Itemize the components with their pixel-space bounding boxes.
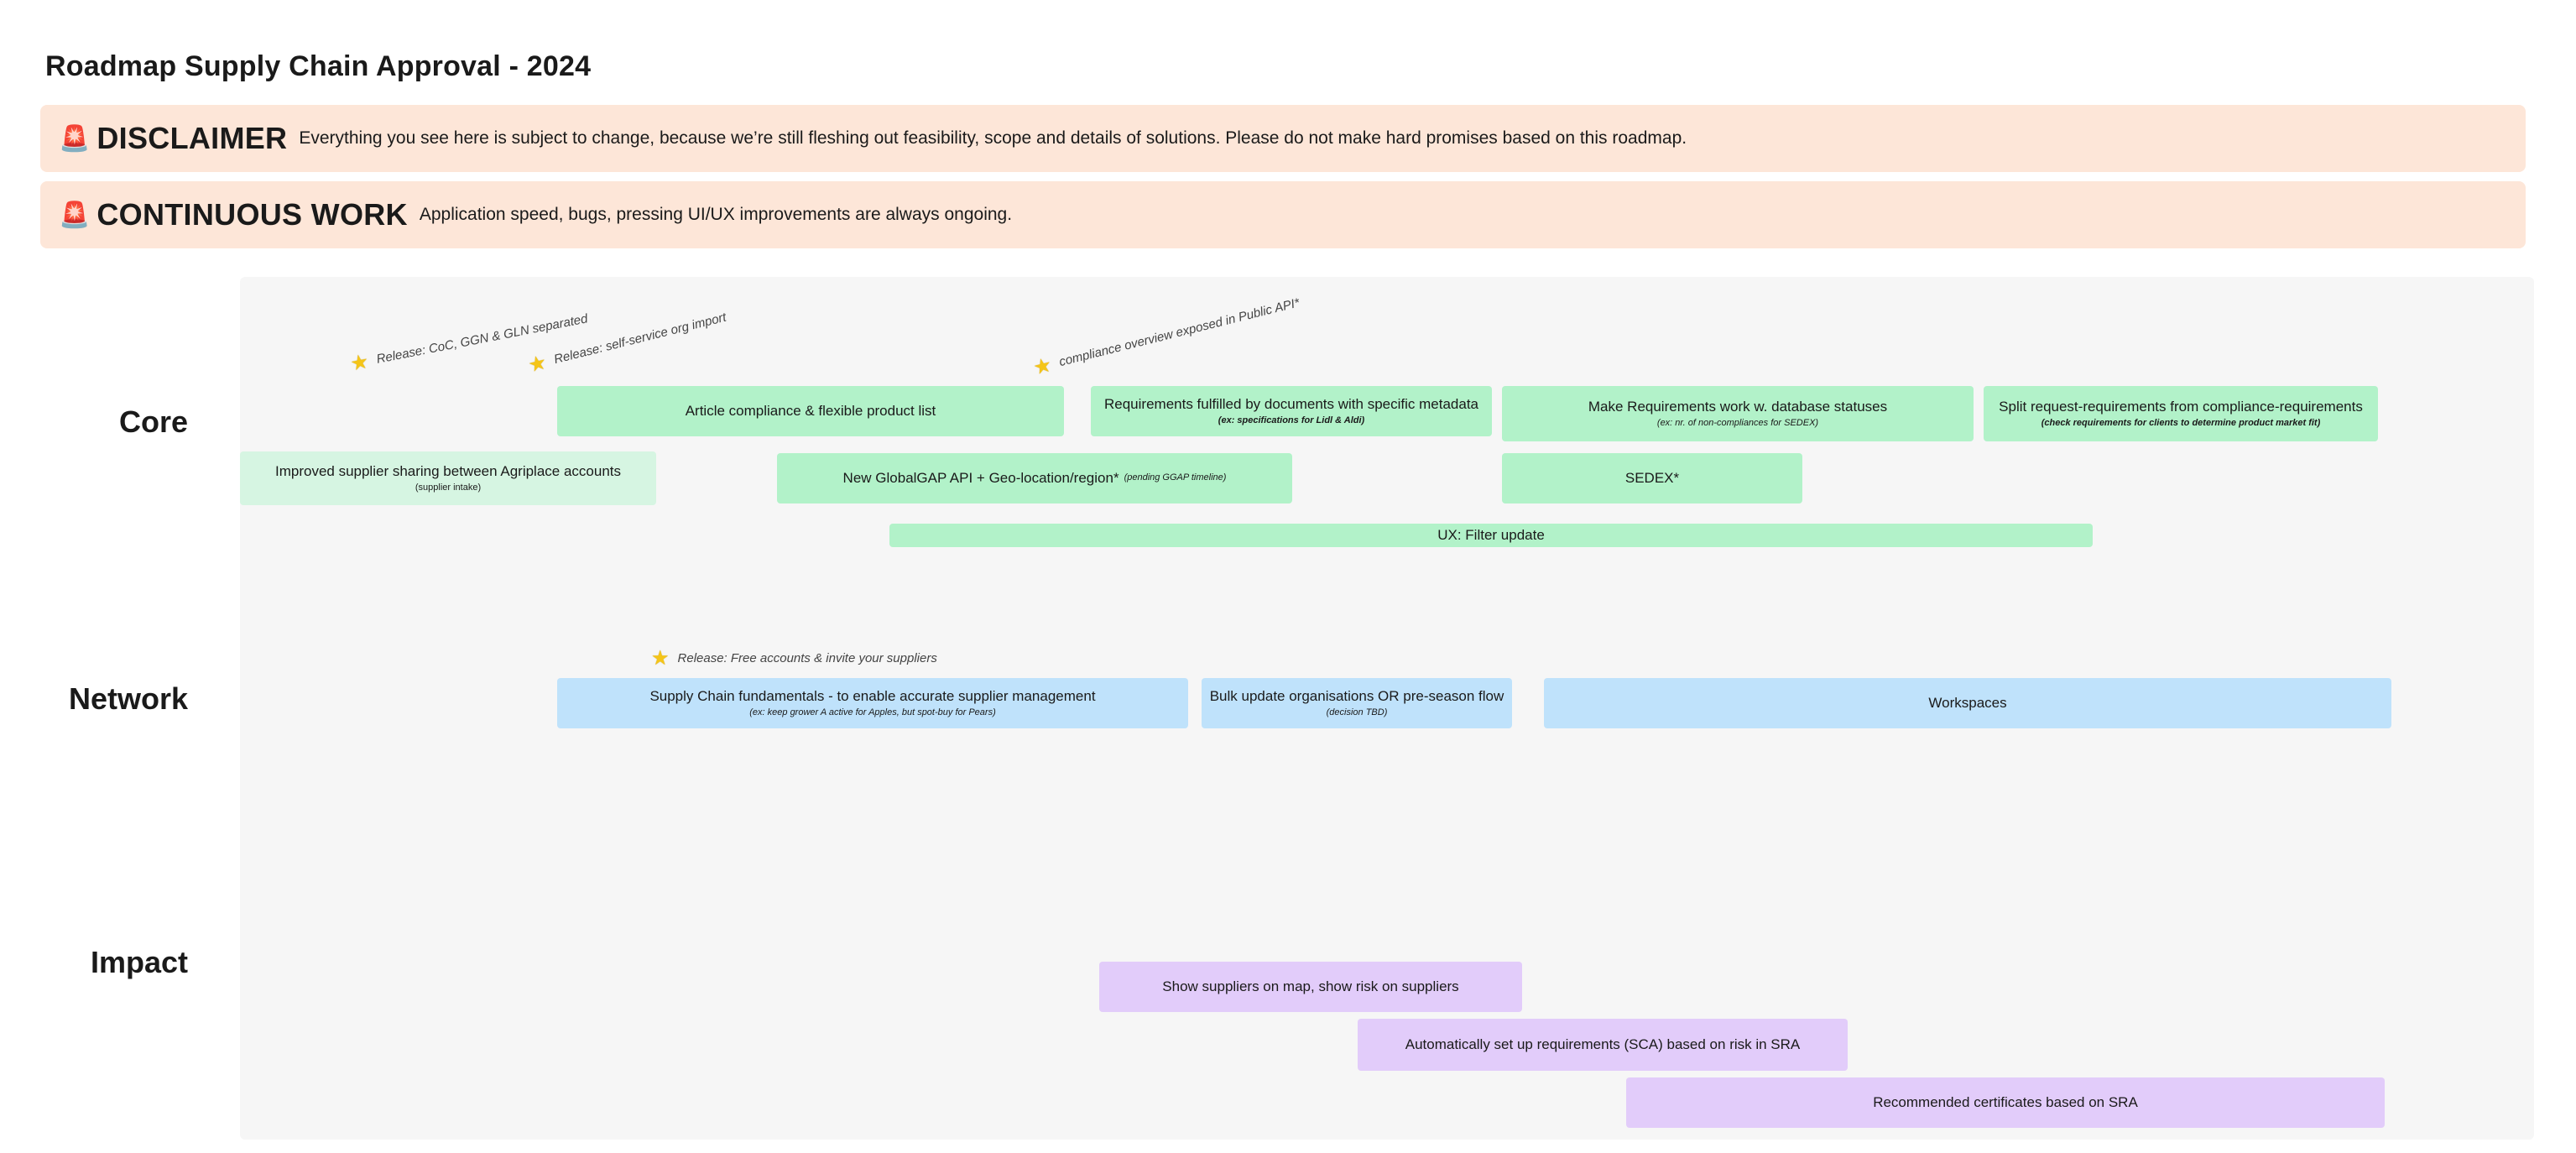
continuous-work-text: Application speed, bugs, pressing UI/UX … — [419, 205, 1013, 224]
lane-label-impact: Impact — [90, 945, 188, 979]
continuous-work-banner: 🚨 CONTINUOUS WORK Application speed, bug… — [40, 181, 2526, 248]
card-note: (ex: specifications for Lidl & Aldi) — [1218, 415, 1365, 426]
card-label: Improved supplier sharing between Agripl… — [274, 462, 622, 479]
card-sedex[interactable]: SEDEX* — [1502, 453, 1802, 503]
card-label: Automatically set up requirements (SCA) … — [1405, 1036, 1801, 1052]
disclaimer-heading: DISCLAIMER — [96, 121, 288, 155]
continuous-work-heading: CONTINUOUS WORK — [96, 197, 408, 232]
siren-icon: 🚨 — [59, 124, 91, 153]
card-label: Bulk update organisations OR pre-season … — [1209, 687, 1504, 704]
card-note: (ex: nr. of non-compliances for SEDEX) — [1656, 418, 1819, 429]
card-bulk-update[interactable]: Bulk update organisations OR pre-season … — [1202, 678, 1512, 728]
card-label: Show suppliers on map, show risk on supp… — [1162, 978, 1459, 994]
card-requirements-database[interactable]: Make Requirements work w. database statu… — [1502, 386, 1974, 441]
card-label: Requirements fulfilled by documents with… — [1104, 395, 1478, 412]
milestone-free-accounts: ★ Release: Free accounts & invite your s… — [651, 646, 937, 670]
card-supplier-sharing[interactable]: Improved supplier sharing between Agripl… — [240, 451, 656, 505]
card-label: Recommended certificates based on SRA — [1873, 1093, 2138, 1110]
card-article-compliance[interactable]: Article compliance & flexible product li… — [557, 386, 1064, 436]
disclaimer-text: Everything you see here is subject to ch… — [299, 128, 1687, 148]
card-globalgap-api[interactable]: New GlobalGAP API + Geo-location/region*… — [777, 453, 1292, 503]
card-note: (check requirements for clients to deter… — [2041, 418, 2321, 429]
card-label: SEDEX* — [1624, 469, 1680, 486]
card-label: Workspaces — [1928, 694, 2007, 711]
card-note: (pending GGAP timeline) — [1124, 472, 1227, 483]
card-supply-chain-fundamentals[interactable]: Supply Chain fundamentals - to enable ac… — [557, 678, 1188, 728]
card-recommended-certificates[interactable]: Recommended certificates based on SRA — [1626, 1077, 2385, 1128]
milestone-label: Release: Free accounts & invite your sup… — [677, 651, 937, 665]
page-title: Roadmap Supply Chain Approval - 2024 — [45, 50, 592, 82]
siren-icon: 🚨 — [59, 201, 91, 229]
disclaimer-banner: 🚨 DISCLAIMER Everything you see here is … — [40, 105, 2526, 172]
lane-label-network: Network — [68, 681, 188, 716]
card-suppliers-map[interactable]: Show suppliers on map, show risk on supp… — [1099, 962, 1522, 1012]
card-note: (supplier intake) — [415, 483, 482, 493]
card-label: UX: Filter update — [1437, 526, 1545, 543]
card-label: Split request-requirements from complian… — [1999, 398, 2363, 415]
lane-label-core: Core — [118, 404, 188, 439]
card-label: Supply Chain fundamentals - to enable ac… — [649, 687, 1096, 704]
card-note: (ex: keep grower A active for Apples, bu… — [749, 707, 996, 718]
card-auto-requirements-sca[interactable]: Automatically set up requirements (SCA) … — [1358, 1019, 1848, 1071]
card-note: (decision TBD) — [1326, 707, 1388, 718]
card-split-requirements[interactable]: Split request-requirements from complian… — [1984, 386, 2378, 441]
card-label: Article compliance & flexible product li… — [685, 402, 936, 419]
card-requirements-documents[interactable]: Requirements fulfilled by documents with… — [1091, 386, 1492, 436]
card-label: New GlobalGAP API + Geo-location/region* — [842, 469, 1119, 486]
star-icon: ★ — [348, 350, 371, 376]
star-icon: ★ — [651, 647, 670, 670]
card-workspaces[interactable]: Workspaces — [1544, 678, 2391, 728]
card-ux-filter-update[interactable]: UX: Filter update — [889, 524, 2093, 547]
card-label: Make Requirements work w. database statu… — [1588, 398, 1888, 415]
